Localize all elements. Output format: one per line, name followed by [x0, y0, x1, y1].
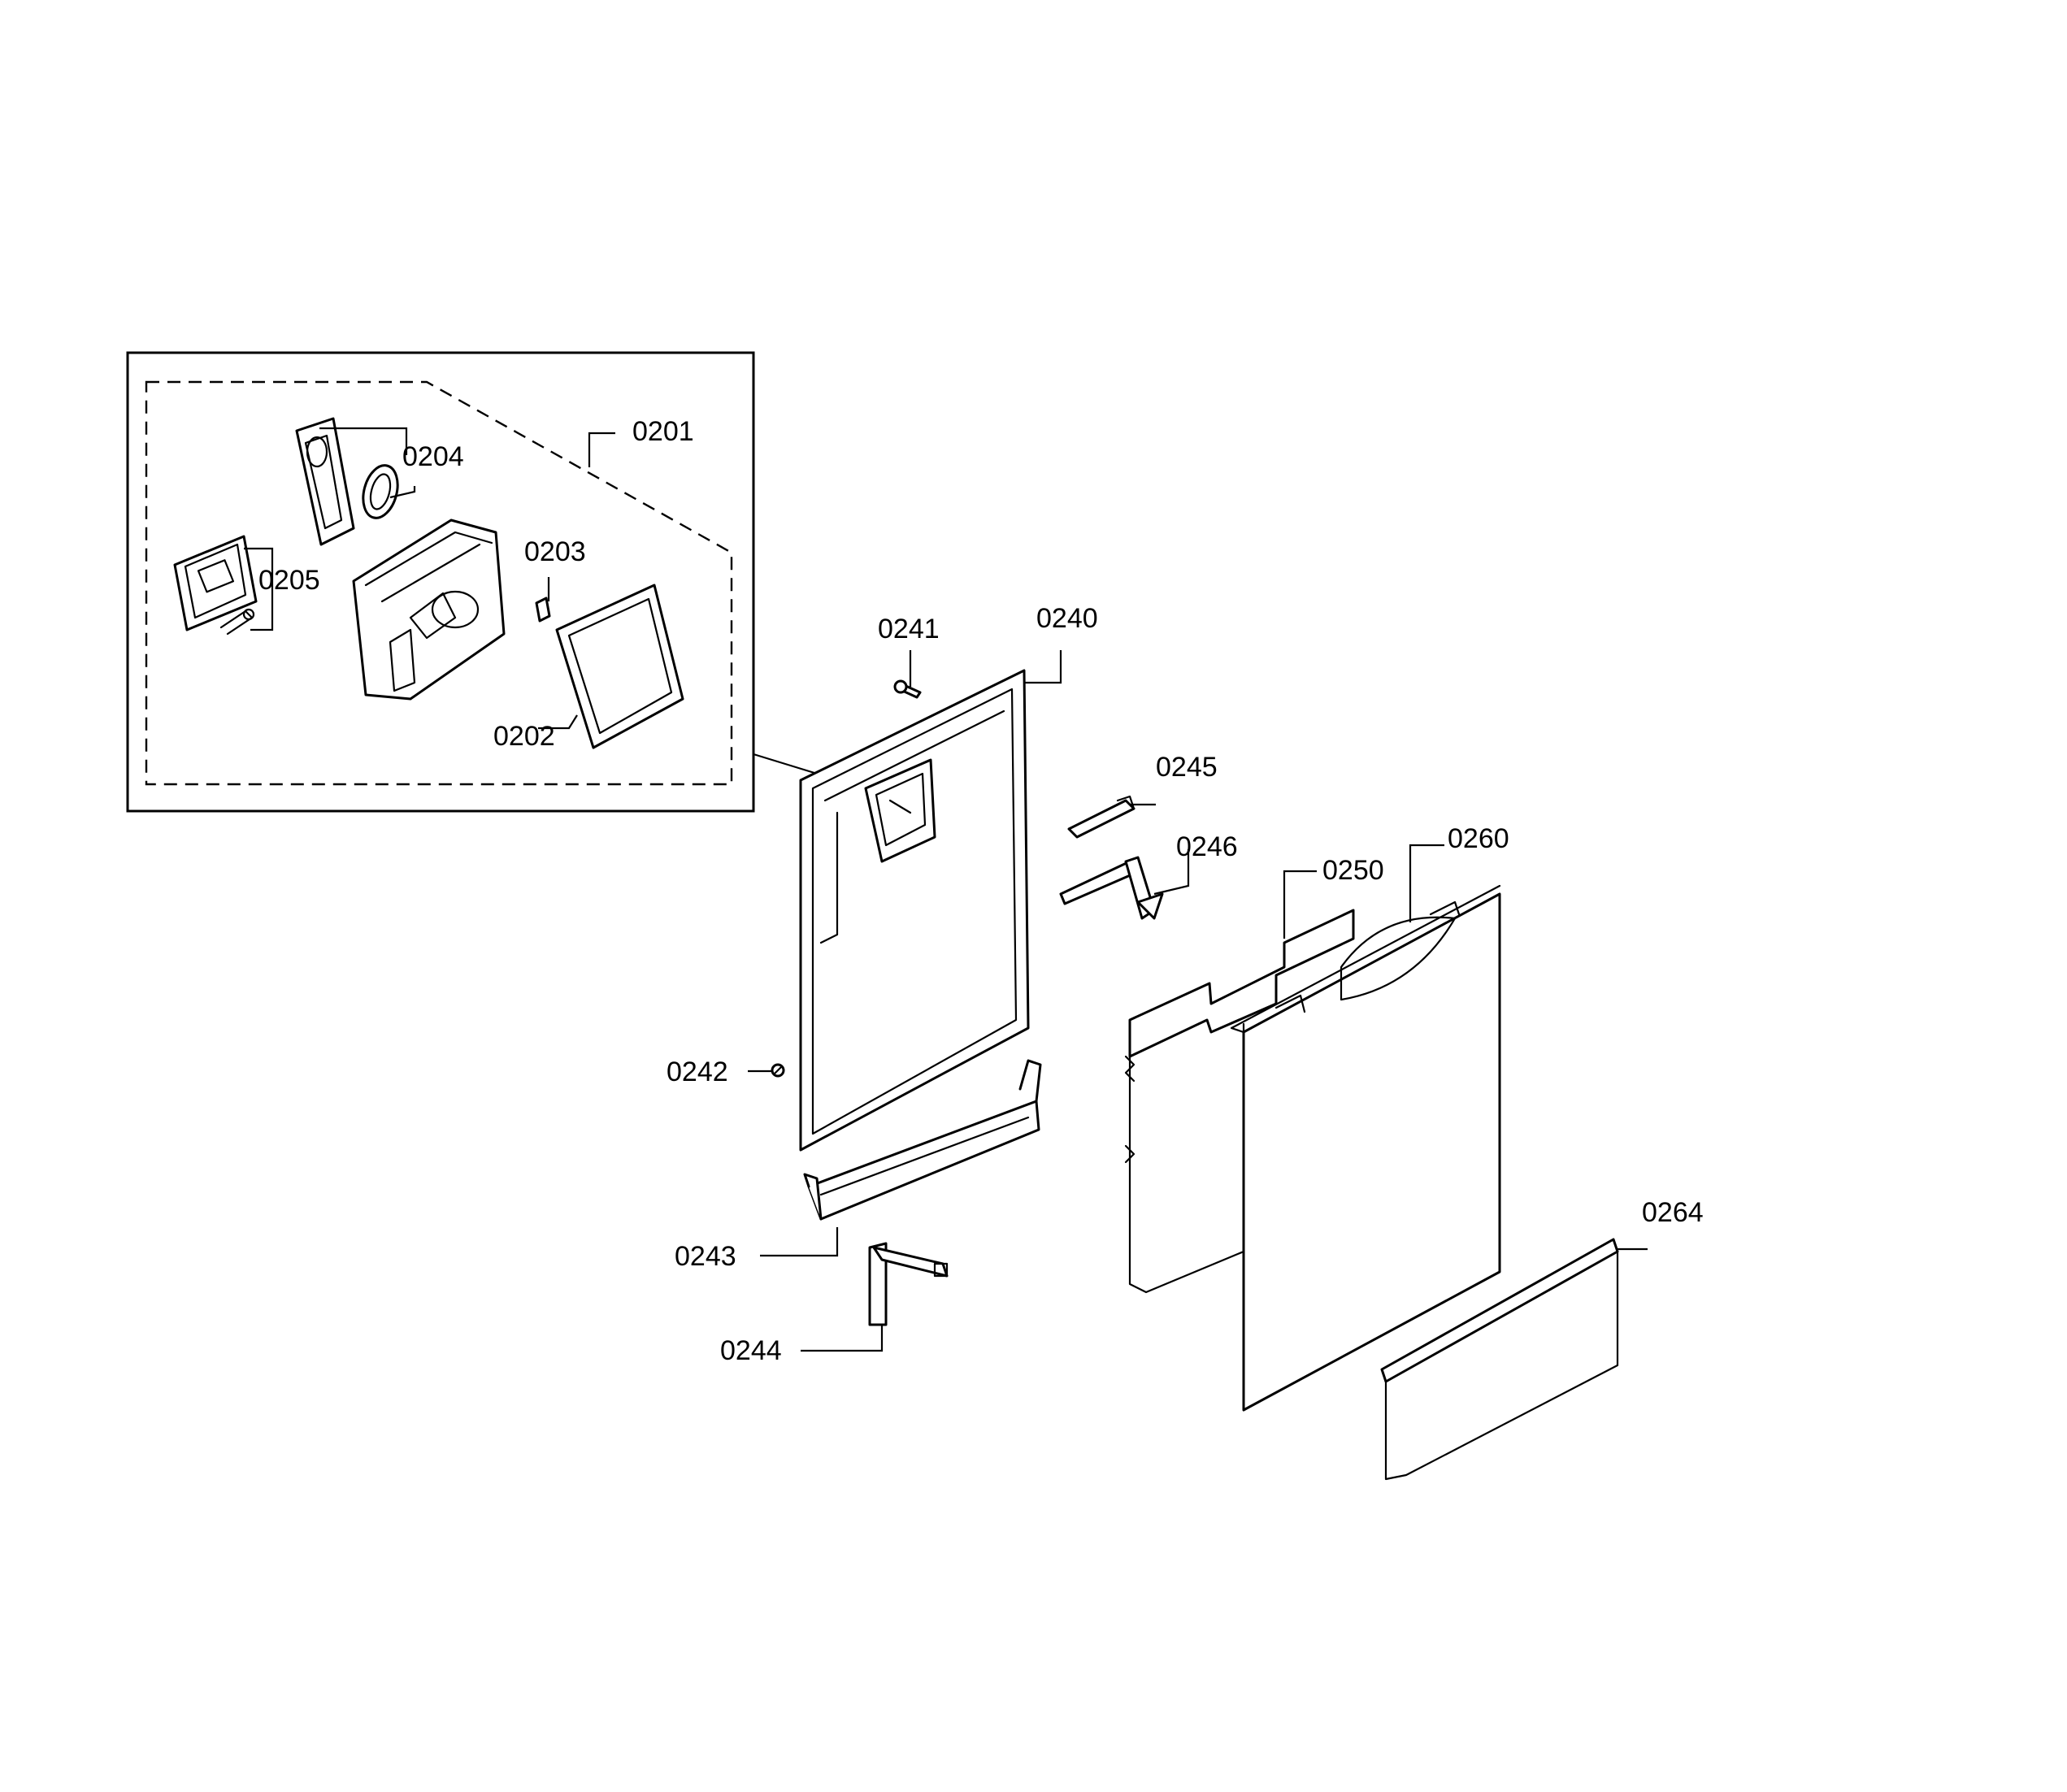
leader-0243 — [760, 1227, 839, 1257]
callout-0202: 0202 — [493, 721, 555, 752]
leader-0246 — [1153, 849, 1190, 896]
part-0205 — [173, 535, 258, 636]
part-0245 — [1067, 795, 1136, 839]
part-0243 — [803, 1059, 1042, 1221]
detail-inset-border — [126, 351, 755, 813]
callout-0264: 0264 — [1642, 1197, 1704, 1228]
callout-0250: 0250 — [1322, 855, 1384, 886]
callout-0204: 0204 — [402, 441, 464, 472]
leader-0204a — [319, 427, 408, 455]
part-0241 — [893, 679, 922, 699]
callout-0244: 0244 — [720, 1335, 782, 1366]
part-0203 — [535, 597, 551, 623]
callout-0242: 0242 — [667, 1057, 728, 1087]
leader-lines — [244, 427, 1648, 1352]
callout-0246: 0246 — [1176, 831, 1238, 862]
part-0204 — [295, 417, 399, 546]
part-0242 — [771, 1063, 785, 1078]
dispenser-body — [352, 519, 506, 701]
callout-0241: 0241 — [878, 614, 940, 644]
callout-0203: 0203 — [524, 536, 586, 567]
callout-0201: 0201 — [632, 416, 694, 447]
leader-0204b — [389, 486, 416, 499]
part-0202 — [555, 584, 684, 749]
detail-dashed-outline — [145, 380, 733, 786]
leader-0201 — [588, 432, 615, 467]
leader-0260 — [1409, 844, 1444, 922]
part-0244 — [868, 1242, 949, 1326]
part-0246 — [1059, 856, 1164, 920]
callout-0245: 0245 — [1156, 752, 1218, 783]
leader-0202 — [538, 714, 578, 730]
part-0260 — [1230, 884, 1501, 1412]
part-0240 — [799, 669, 1030, 1152]
callout-0243: 0243 — [675, 1241, 736, 1272]
leader-0250 — [1283, 870, 1317, 939]
part-0264 — [1380, 1238, 1619, 1481]
leader-0240 — [1024, 650, 1062, 684]
leader-0244 — [801, 1325, 884, 1352]
callout-0240: 0240 — [1036, 603, 1098, 634]
detail-connector-line — [753, 753, 826, 778]
callout-0205: 0205 — [258, 565, 320, 596]
callout-labels: 0201 0202 0203 0204 0205 0240 0241 0242 … — [258, 416, 1704, 1366]
callout-0260: 0260 — [1448, 823, 1509, 854]
leader-0205 — [244, 547, 274, 631]
detail-inset — [126, 351, 826, 813]
